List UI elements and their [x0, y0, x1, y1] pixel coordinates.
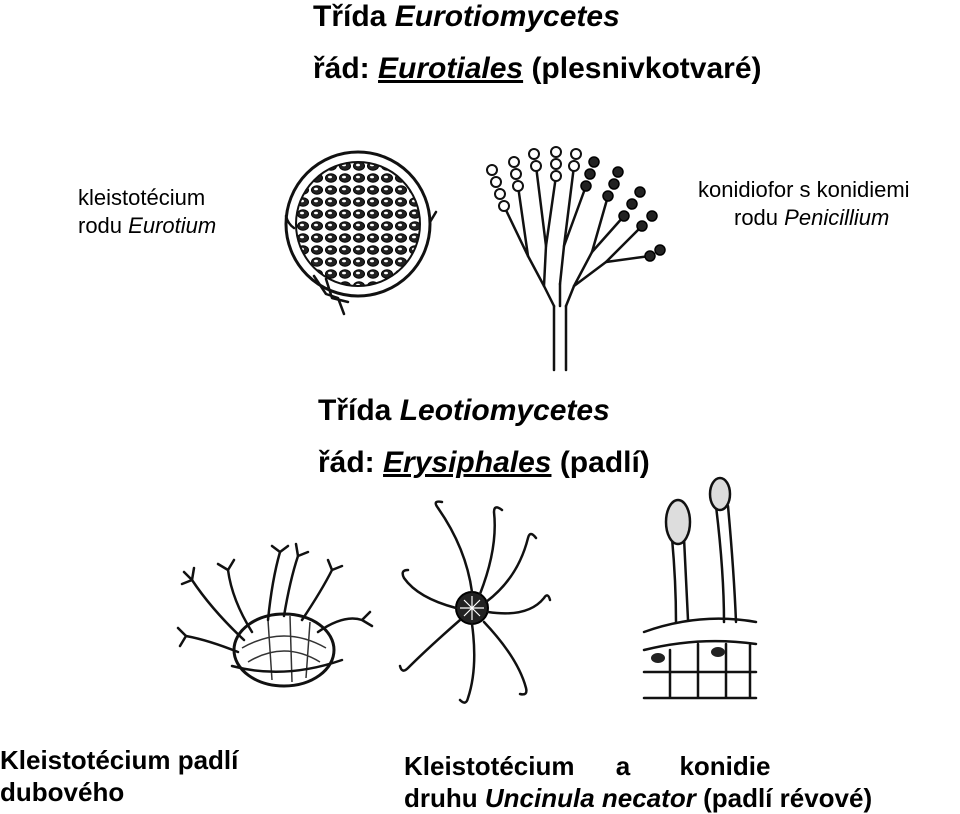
caption-prefix: druhu — [404, 783, 478, 813]
genus-name: Eurotium — [128, 213, 217, 238]
caption-prefix: rodu — [78, 213, 123, 238]
order-name: Eurotiales — [378, 52, 524, 85]
caption-line: kleistotécium — [78, 185, 206, 210]
class-heading-1: Třída Eurotiomycetes — [313, 0, 620, 34]
conidia-leaf-illustration — [642, 476, 758, 700]
caption-eurotium: kleistotécium rodu Eurotium — [78, 184, 216, 240]
order-name: Erysiphales — [383, 446, 552, 479]
caption-line: dubového — [0, 777, 125, 807]
class-name: Leotiomycetes — [399, 394, 610, 427]
class-prefix: Třída — [313, 0, 387, 33]
caption-line: Kleistotécium a konidie — [404, 750, 872, 782]
class-prefix: Třída — [318, 394, 392, 427]
caption-line: Kleistotécium padlí — [0, 745, 239, 775]
caption-uncinula: Kleistotécium a konidie druhu Uncinula n… — [404, 750, 872, 814]
caption-line: konidiofor s konidiemi — [698, 177, 910, 202]
caption-oak-mildew: Kleistotécium padlí dubového — [0, 744, 238, 808]
caption-word: Kleistotécium — [404, 751, 575, 781]
caption-word: konidie — [679, 751, 771, 781]
class-name: Eurotiomycetes — [394, 0, 620, 33]
eurotium-cleistothecium-illustration — [284, 150, 438, 316]
order-common-name: (padlí) — [559, 446, 650, 479]
oak-mildew-cleistothecium-illustration — [176, 542, 374, 688]
caption-penicillium: konidiofor s konidiemi rodu Penicillium — [698, 176, 910, 232]
order-heading-1: řád: Eurotiales (plesnivkotvaré) — [313, 52, 762, 86]
caption-word: a — [615, 751, 631, 781]
species-name: Uncinula necator — [484, 783, 696, 813]
common-name: (padlí révové) — [703, 783, 873, 813]
penicillium-conidiophore-illustration — [486, 146, 666, 372]
caption-prefix: rodu — [734, 205, 779, 230]
uncinula-cleistothecium-illustration — [398, 500, 552, 704]
order-prefix: řád: — [318, 446, 375, 479]
class-heading-2: Třída Leotiomycetes — [318, 394, 610, 428]
genus-name: Penicillium — [784, 205, 890, 230]
order-common-name: (plesnivkotvaré) — [531, 52, 762, 85]
caption-line: druhu Uncinula necator (padlí révové) — [404, 782, 872, 814]
order-prefix: řád: — [313, 52, 370, 85]
caption-line: rodu Penicillium — [698, 204, 910, 232]
order-heading-2: řád: Erysiphales (padlí) — [318, 446, 650, 480]
caption-line: rodu Eurotium — [78, 212, 216, 240]
